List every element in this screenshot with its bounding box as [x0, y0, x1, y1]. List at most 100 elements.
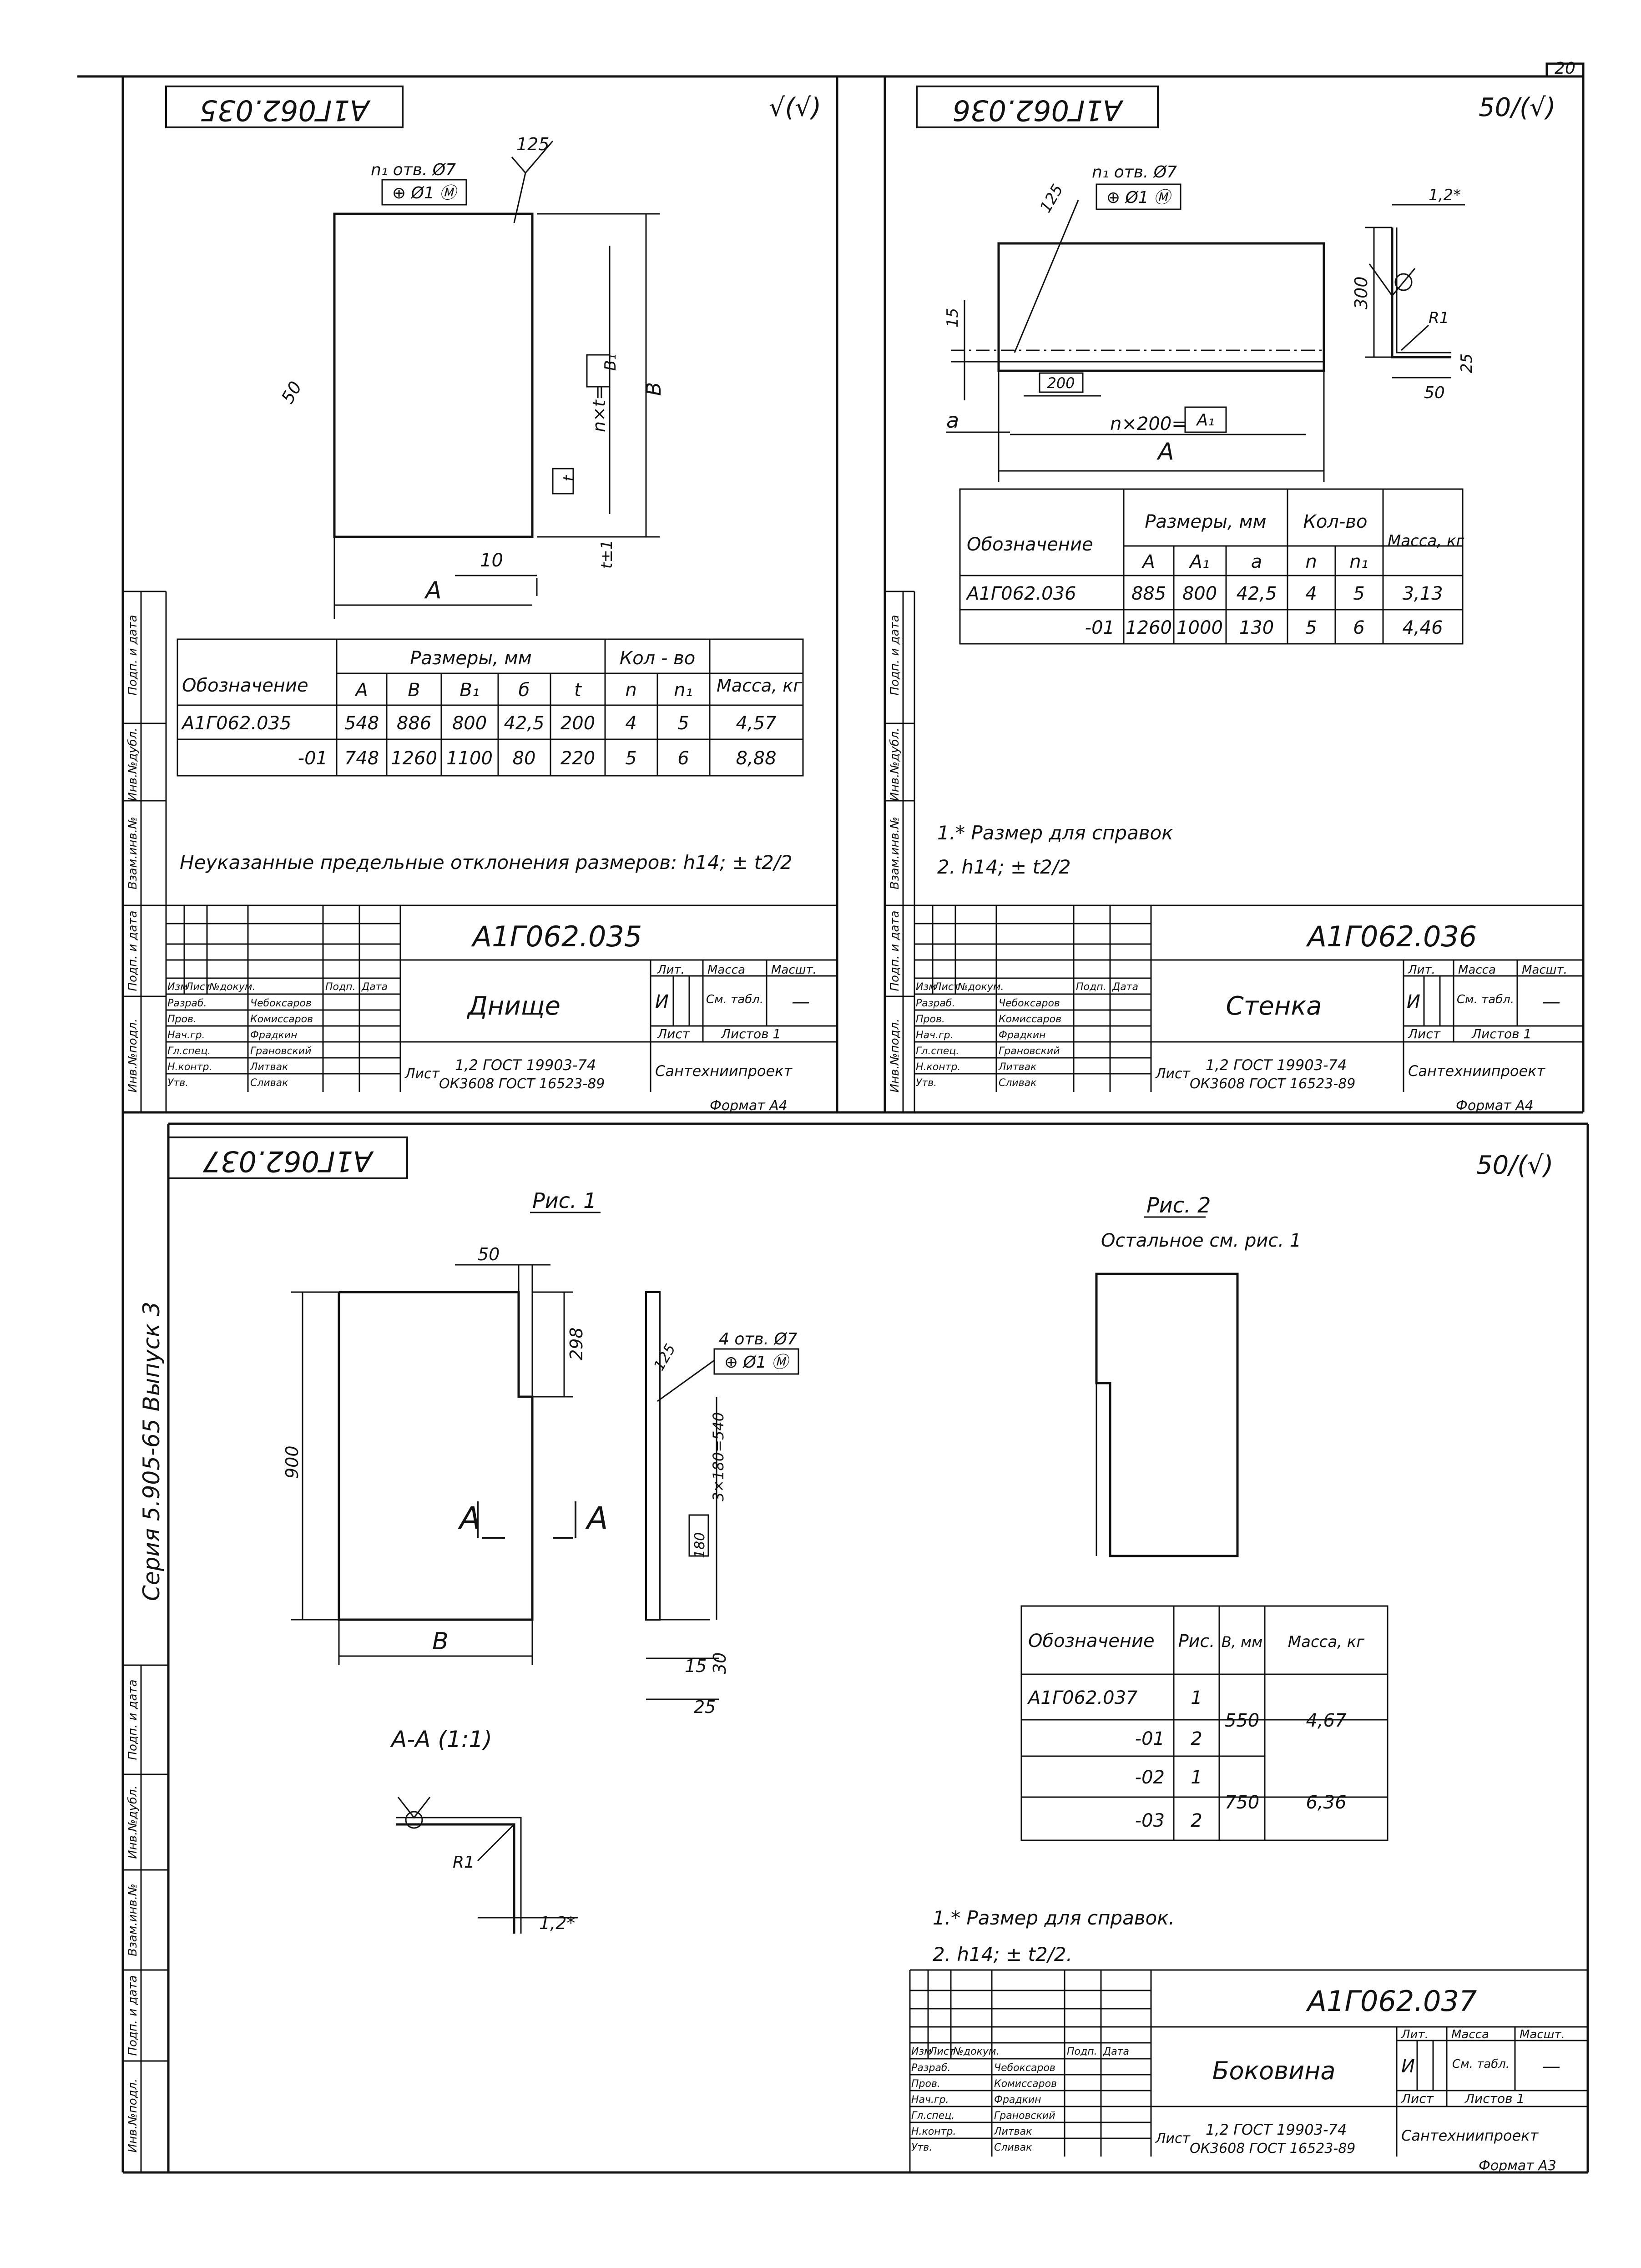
- sheet1-sub: n: [625, 680, 636, 701]
- sheet2-dim-n200: n×200=: [1110, 414, 1187, 434]
- cell: А1Г062.036: [965, 583, 1076, 604]
- tb-person: Сливак: [250, 1077, 288, 1089]
- sheet2-th-sizes: Размеры, мм: [1145, 511, 1266, 532]
- sheet1-th-sizes: Размеры, мм: [410, 648, 531, 669]
- sheet3-dim-50: 50: [478, 1244, 500, 1264]
- tb-person: Грановский: [994, 2110, 1055, 2122]
- tb-org: Сантехниипроект: [655, 1062, 793, 1080]
- tb-h: Дата: [1112, 981, 1138, 993]
- sheet1-sub: В: [408, 680, 420, 701]
- sheet3-dim-900: 900: [282, 1445, 302, 1479]
- tb-h: Изм: [916, 981, 936, 993]
- tb-person: Фрадкин: [994, 2094, 1041, 2106]
- sheet2-dim-r1: R1: [1429, 309, 1449, 327]
- tb-sheet: Лист: [1401, 2091, 1434, 2106]
- tb-mass-ref: См. табл.: [706, 993, 763, 1006]
- sheet3-fig1-outline: [338, 1291, 534, 1621]
- sheet1-sub: А: [354, 680, 368, 701]
- sheet2-row-1: -01 1260 1000 130 5 6 4,46: [1085, 617, 1443, 638]
- tb-person: Чебоксаров: [994, 2062, 1055, 2074]
- tb-sheet-ref-label: Лист: [1155, 2131, 1191, 2147]
- sheet2-sub: n: [1305, 551, 1317, 572]
- tb-dash: —: [1542, 2056, 1560, 2077]
- tb-role: Разраб.: [911, 2062, 950, 2074]
- tb-role: Нач.гр.: [911, 2094, 949, 2106]
- sheet3-dim-r1: R1: [453, 1853, 475, 1872]
- sheet3-th-oboz: Обозначение: [1028, 1631, 1155, 1652]
- tb-role: Утв.: [916, 1077, 937, 1089]
- tb-h: Дата: [361, 981, 388, 993]
- tb-person: Фрадкин: [250, 1030, 298, 1041]
- cell: 80: [513, 748, 536, 769]
- side-stamp-label: Подп. и дата: [126, 910, 140, 991]
- sheet2-dim-a1: А₁: [1196, 411, 1214, 429]
- sheet3-note1: 1.* Размер для справок.: [933, 1907, 1175, 1929]
- sheet3-code-box: [167, 1137, 408, 1179]
- cell: 4: [625, 713, 636, 734]
- sheet2-dim-cap-a: А: [1156, 438, 1174, 465]
- tb-role: Пров.: [916, 1014, 945, 1025]
- sheet2-th-mass: Масса, кг: [1388, 532, 1465, 550]
- sheet3-dim-540: 3×180=540: [710, 1412, 727, 1501]
- sheet3-code-box-text: А1Г062.037: [203, 1145, 374, 1178]
- tb-role: Н.контр.: [167, 1061, 212, 1073]
- tb-person: Чебоксаров: [999, 998, 1060, 1009]
- tb-person: Комиссаров: [994, 2078, 1057, 2090]
- tb-ref2: ОК3608 ГОСТ 16523-89: [1190, 1076, 1355, 1092]
- tb-h: Дата: [1103, 2046, 1129, 2057]
- sheet1-dim-10: 10: [480, 550, 503, 571]
- cell: 885: [1131, 583, 1166, 604]
- sheet3-roughness: 50/(√): [1476, 1151, 1554, 1180]
- sheet3-row-2-fig: 1: [1191, 1767, 1202, 1788]
- tb-dash: —: [1542, 991, 1560, 1012]
- sheet-1: А1Г062.035 √(√) n₁ отв. Ø7 ⊕ Ø1 Ⓜ 125 В …: [165, 86, 837, 1114]
- tb-role: Н.контр.: [916, 1061, 960, 1073]
- sheet3-row-0-oboz: А1Г062.037: [1027, 1687, 1138, 1708]
- cell: 6: [1353, 617, 1364, 638]
- sheet1-title-block: [166, 904, 837, 1092]
- sheet1-title: А1Г062.035: [471, 920, 642, 953]
- tb-person: Комиссаров: [999, 1014, 1061, 1025]
- side-stamp-label: Взам.инв.№: [888, 817, 902, 889]
- sheet1-sub: б: [519, 680, 530, 701]
- cell: 1100: [446, 748, 493, 769]
- sheet3-b1: 550: [1225, 1710, 1259, 1731]
- cell: 3,13: [1402, 583, 1443, 604]
- tb-scale: Масшт.: [1522, 963, 1567, 977]
- sheet2-rough-125: 125: [1036, 181, 1067, 216]
- cell: 4,57: [736, 713, 777, 734]
- cell: 4: [1305, 583, 1317, 604]
- sheet3-dim-180: 180: [692, 1532, 708, 1558]
- sheet2-part-outline: [997, 242, 1325, 372]
- tb-role: Гл.спец.: [167, 1046, 211, 1057]
- sheet2-dim-15: 15: [944, 308, 962, 328]
- side-stamp-1: [123, 591, 167, 1112]
- side-stamp-label: Подп. и дата: [126, 1975, 140, 2056]
- tb-h: Подп.: [325, 981, 356, 993]
- tb-org: Сантехниипроект: [1408, 1062, 1545, 1080]
- page-number: 20: [1555, 59, 1575, 78]
- sheet1-th-mass: Масса, кг: [717, 676, 803, 696]
- sheet3-dim-30: 30: [710, 1652, 730, 1674]
- tb-h: Подп.: [1076, 981, 1106, 993]
- frames: [77, 62, 1589, 2174]
- sheet2-row-0: А1Г062.036 885 800 42,5 4 5 3,13: [965, 583, 1443, 604]
- cell: 5: [1305, 617, 1317, 638]
- tb-role: Утв.: [167, 1077, 188, 1089]
- cell: -01: [1085, 617, 1115, 638]
- side-stamp-label: Подп. и дата: [888, 615, 902, 695]
- side-stamp-label: Взам.инв.№: [126, 817, 140, 889]
- sheet1-dim-t: t: [560, 475, 578, 481]
- sheet2-dim-300: 300: [1351, 276, 1371, 309]
- tb-person: Фрадкин: [999, 1030, 1046, 1041]
- cell: 1260: [391, 748, 437, 769]
- tb-role: Гл.спец.: [911, 2110, 954, 2122]
- sheet1-roughness: √(√): [769, 93, 821, 122]
- tb-h: Изм: [911, 2046, 932, 2057]
- sheet2-table: [959, 488, 1464, 645]
- cell: 8,88: [736, 748, 776, 769]
- tb-mass: Масса: [1458, 963, 1496, 977]
- sheet3-fig2: Рис. 2: [1146, 1193, 1211, 1217]
- tb-h: №докум.: [953, 2046, 999, 2057]
- sheet2-hole-note: n₁ отв. Ø7: [1092, 163, 1177, 182]
